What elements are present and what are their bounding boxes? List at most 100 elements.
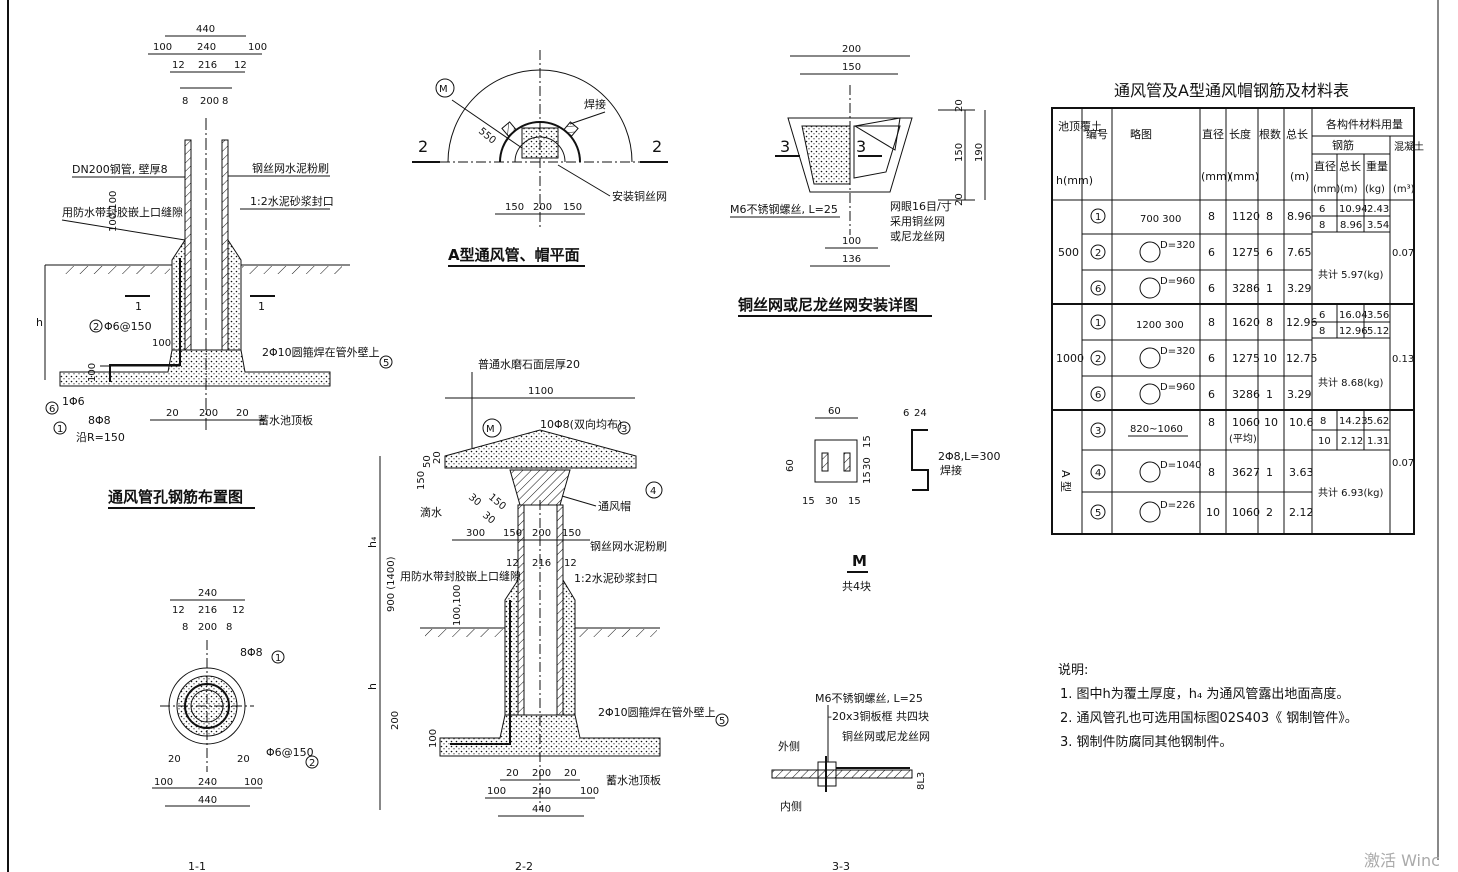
section-mark-1-right: 1: [258, 300, 265, 313]
row-cnt: 10: [1263, 352, 1277, 365]
label-22-mesh: 钢丝网水泥粉刷: [590, 540, 667, 553]
dim-22-20: 20: [432, 451, 443, 464]
label-det-mesh: 铜丝网或尼龙丝网: [842, 729, 930, 743]
row-len-avg: (平均): [1229, 433, 1257, 445]
steel-cell: 14.23: [1339, 416, 1368, 427]
row-len: 1275: [1232, 352, 1260, 365]
th-s-weight-unit: (kg): [1365, 184, 1385, 195]
row-no: 6: [1095, 390, 1101, 401]
group-a-h: A 型: [1059, 470, 1073, 492]
table-frame: [1051, 107, 1415, 535]
dim-a-150-l: 150: [505, 202, 524, 213]
plan-dim-440: 440: [198, 795, 217, 806]
th-concrete: 混凝土: [1394, 140, 1424, 153]
dim-8-right: 8: [222, 96, 228, 107]
dim-mesh-150-v: 150: [954, 143, 965, 162]
row-sketch: D=960: [1160, 382, 1195, 393]
row-tot: 12.96: [1286, 316, 1318, 329]
th-len-unit: (mm): [1229, 170, 1259, 183]
th-s-dia-unit: (mm): [1313, 184, 1340, 195]
label-mesh-plaster: 钢丝网水泥粉刷: [252, 162, 329, 175]
view-title-mesh-detail: 铜丝网或尼龙丝网安装详图: [738, 296, 918, 314]
plan-dim-8-l: 8: [182, 622, 188, 633]
steel-cell: 10.94: [1339, 204, 1368, 215]
row-len: 3286: [1232, 282, 1260, 295]
th-s-total: 总长: [1339, 159, 1361, 173]
cap-slab: [444, 429, 637, 469]
table-row: 6 D=960 6 3286 1 3.29: [1090, 382, 1312, 405]
row-tot: 7.65: [1287, 246, 1312, 259]
group-concrete: 0.07: [1392, 458, 1414, 469]
steel-cell: 2.43: [1367, 204, 1389, 215]
steel-cell: 8: [1319, 326, 1325, 337]
dim-m-6: 6: [903, 408, 909, 419]
note-item-3: 3. 钢制件防腐同其他钢制件。: [1060, 734, 1233, 750]
row-tot: 8.96: [1287, 210, 1312, 223]
dim-22-100-l: 100: [487, 786, 506, 797]
row-tot: 3.63: [1289, 466, 1314, 479]
th-concrete-unit: (m³): [1393, 184, 1415, 195]
group-500-h: 500: [1058, 246, 1079, 259]
th-total-unit: (m): [1290, 170, 1309, 183]
steel-cell: 3.54: [1367, 220, 1389, 231]
row-cnt: 1: [1266, 388, 1273, 401]
steel-cell: 2.12: [1341, 436, 1363, 447]
dim-22-100-v: 100: [428, 729, 439, 748]
svg-text:4: 4: [650, 486, 656, 497]
view-title-m: M: [852, 552, 867, 570]
section-mark-3-right: 3: [856, 137, 866, 156]
dim-100-right: 100: [248, 42, 267, 53]
steel-cell: 3.56: [1367, 310, 1389, 321]
notes-title: 说明:: [1058, 663, 1088, 678]
svg-text:1: 1: [57, 424, 63, 435]
table-row: 3 820~1060 8 1060 (平均) 10 10.6: [1090, 416, 1314, 445]
row-len: 3627: [1232, 466, 1260, 479]
dim-mesh-136: 136: [842, 254, 861, 265]
dim-mesh-20-bot: 20: [954, 193, 965, 206]
pipe-wall-left: [184, 139, 192, 351]
row-dia: 6: [1208, 282, 1215, 295]
label-bolt: M6不锈钢螺丝, L=25: [730, 203, 838, 216]
svg-text:1: 1: [275, 653, 281, 664]
dim-m-15-c: 15: [802, 496, 815, 507]
dim-100-left: 100: [153, 42, 172, 53]
marker-m-22: M: [486, 424, 495, 435]
22-roof-slab: [439, 714, 661, 757]
group-total: 共计 8.68(kg): [1318, 376, 1383, 389]
label-r150: 沿R=150: [76, 431, 125, 444]
table-row: 2 D=320 6 1275 10 12.75: [1090, 346, 1318, 369]
dim-m-15-a: 15: [862, 435, 873, 448]
dim-22-20-b: 20: [564, 768, 577, 779]
row-len: 3286: [1232, 388, 1260, 401]
row-len: 1060: [1232, 416, 1260, 429]
row-no: 2: [1095, 354, 1101, 365]
dim-22-240: 240: [532, 786, 551, 797]
th-total: 总长: [1286, 127, 1308, 141]
row-sketch: D=226: [1160, 500, 1195, 511]
row-dia: 8: [1208, 416, 1215, 429]
label-install-mesh: 安装铜丝网: [612, 189, 667, 203]
th-material: 各构件材料用量: [1326, 117, 1403, 131]
dim-216: 216: [198, 60, 217, 71]
steel-cell: 10: [1318, 436, 1331, 447]
label-outer: 外侧: [778, 740, 800, 753]
dim-20-right: 20: [236, 408, 249, 419]
row-cnt: 8: [1266, 316, 1273, 329]
plan-dim-240: 240: [198, 588, 217, 599]
dim-a-200: 200: [533, 202, 552, 213]
section-label-1-1: 1-1: [188, 860, 206, 872]
label-22-bar2: 2Φ10圆箍焊在管外壁上: [598, 705, 716, 719]
row-dia: 6: [1208, 352, 1215, 365]
th-no: 编号: [1086, 127, 1108, 141]
section-label-3-3: 3-3: [832, 860, 850, 872]
label-weld: 焊接: [584, 97, 606, 111]
dim-22-150-a: 150: [503, 528, 522, 539]
m-bar-profile: [911, 429, 929, 491]
th-dia: 直径: [1202, 127, 1224, 141]
plan-dim-12-l: 12: [172, 605, 185, 616]
pipe-wall-right: [221, 139, 229, 351]
steel-cell: 8.96: [1340, 220, 1362, 231]
plan-dim-8-r: 8: [226, 622, 232, 633]
view-title-rebar-layout: 通风管孔钢筋布置图: [108, 488, 243, 506]
